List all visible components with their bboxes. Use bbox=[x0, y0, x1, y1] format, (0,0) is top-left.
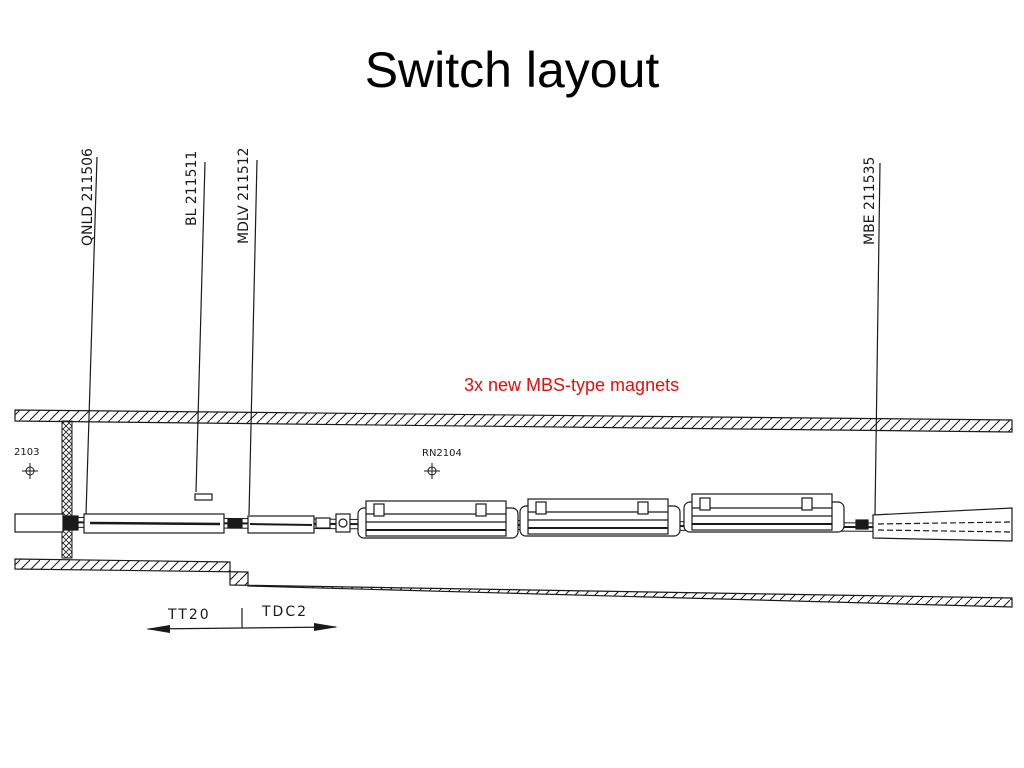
marker-crosshair-center bbox=[424, 463, 440, 479]
marker-label-center: RN2104 bbox=[422, 448, 462, 459]
leader-line-qnld bbox=[85, 156, 98, 516]
mbe-element bbox=[855, 507, 1013, 542]
marker-crosshair-left bbox=[22, 463, 38, 479]
annotation-text: 3x new MBS-type magnets bbox=[464, 375, 679, 395]
wall-pillar bbox=[61, 420, 73, 559]
marker-label-left: 2103 bbox=[14, 447, 39, 458]
bl-element bbox=[194, 493, 213, 501]
leader-line-mbe bbox=[874, 162, 881, 516]
label-qnld: QNLD 211506 bbox=[80, 148, 96, 246]
label-bl: BL 211511 bbox=[184, 151, 200, 226]
magnet-1 bbox=[357, 500, 519, 539]
label-mbe: MBE 211535 bbox=[862, 157, 878, 245]
section-label-left: TT20 bbox=[167, 607, 211, 623]
tunnel-upper-wall bbox=[14, 409, 1013, 433]
leader-line-mdlv bbox=[248, 159, 258, 516]
leader-lines bbox=[85, 156, 881, 516]
magnet-2 bbox=[519, 498, 681, 537]
section-label-right: TDC2 bbox=[261, 604, 308, 620]
beam-elements-left bbox=[14, 513, 351, 534]
magnet-3 bbox=[683, 493, 845, 533]
tunnel-lower-wall bbox=[14, 558, 1013, 608]
leader-line-bl bbox=[195, 161, 206, 493]
slide-title: Switch layout bbox=[364, 42, 660, 98]
label-mdlv: MDLV 211512 bbox=[236, 147, 252, 244]
section-divider bbox=[146, 608, 338, 633]
